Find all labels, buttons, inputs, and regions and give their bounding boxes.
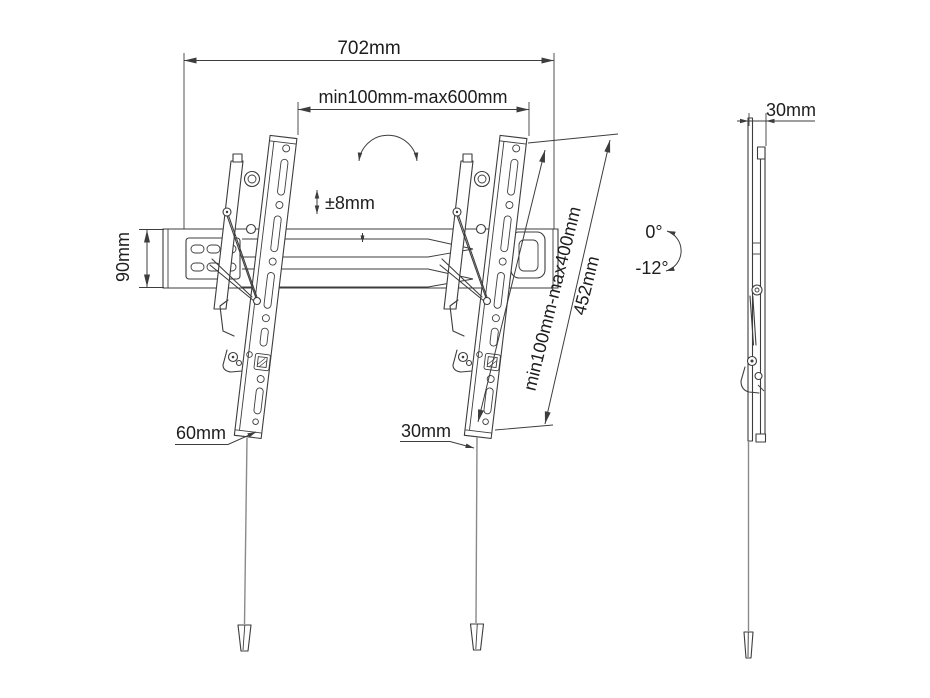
pull-cord-left	[237, 437, 252, 652]
pull-cord-side	[743, 441, 754, 659]
side-dimensions: 30mm	[737, 100, 816, 146]
dim-total-width-label: 702mm	[337, 38, 400, 59]
tilt-arc-icon	[357, 134, 419, 162]
cord-handle	[237, 624, 252, 652]
tilt-angle-arc-icon	[665, 230, 682, 272]
dim-plate-height-label: 90mm	[113, 232, 133, 282]
side-view: 30mm	[737, 100, 816, 659]
rail-hook-bracket	[510, 231, 546, 279]
tilt-max-label: 0°	[645, 222, 662, 242]
tilt-min-label: -12°	[635, 258, 668, 278]
dim-side-depth-label: 30mm	[766, 100, 816, 120]
dim-bracket-length-label: 452mm	[569, 254, 603, 317]
dim-bottom-right-label: 30mm	[401, 421, 451, 441]
dim-bottom-left-label: 60mm	[176, 423, 226, 443]
dim-vesa-width-label: min100mm-max600mm	[318, 87, 507, 107]
front-view: 702mm min100mm-max600mm ±8mm 90mm	[113, 38, 682, 652]
pull-cord-right	[469, 436, 485, 651]
cord-handle	[469, 623, 485, 651]
dim-height-adjust-label: ±8mm	[325, 193, 375, 213]
side-profile	[740, 117, 767, 443]
